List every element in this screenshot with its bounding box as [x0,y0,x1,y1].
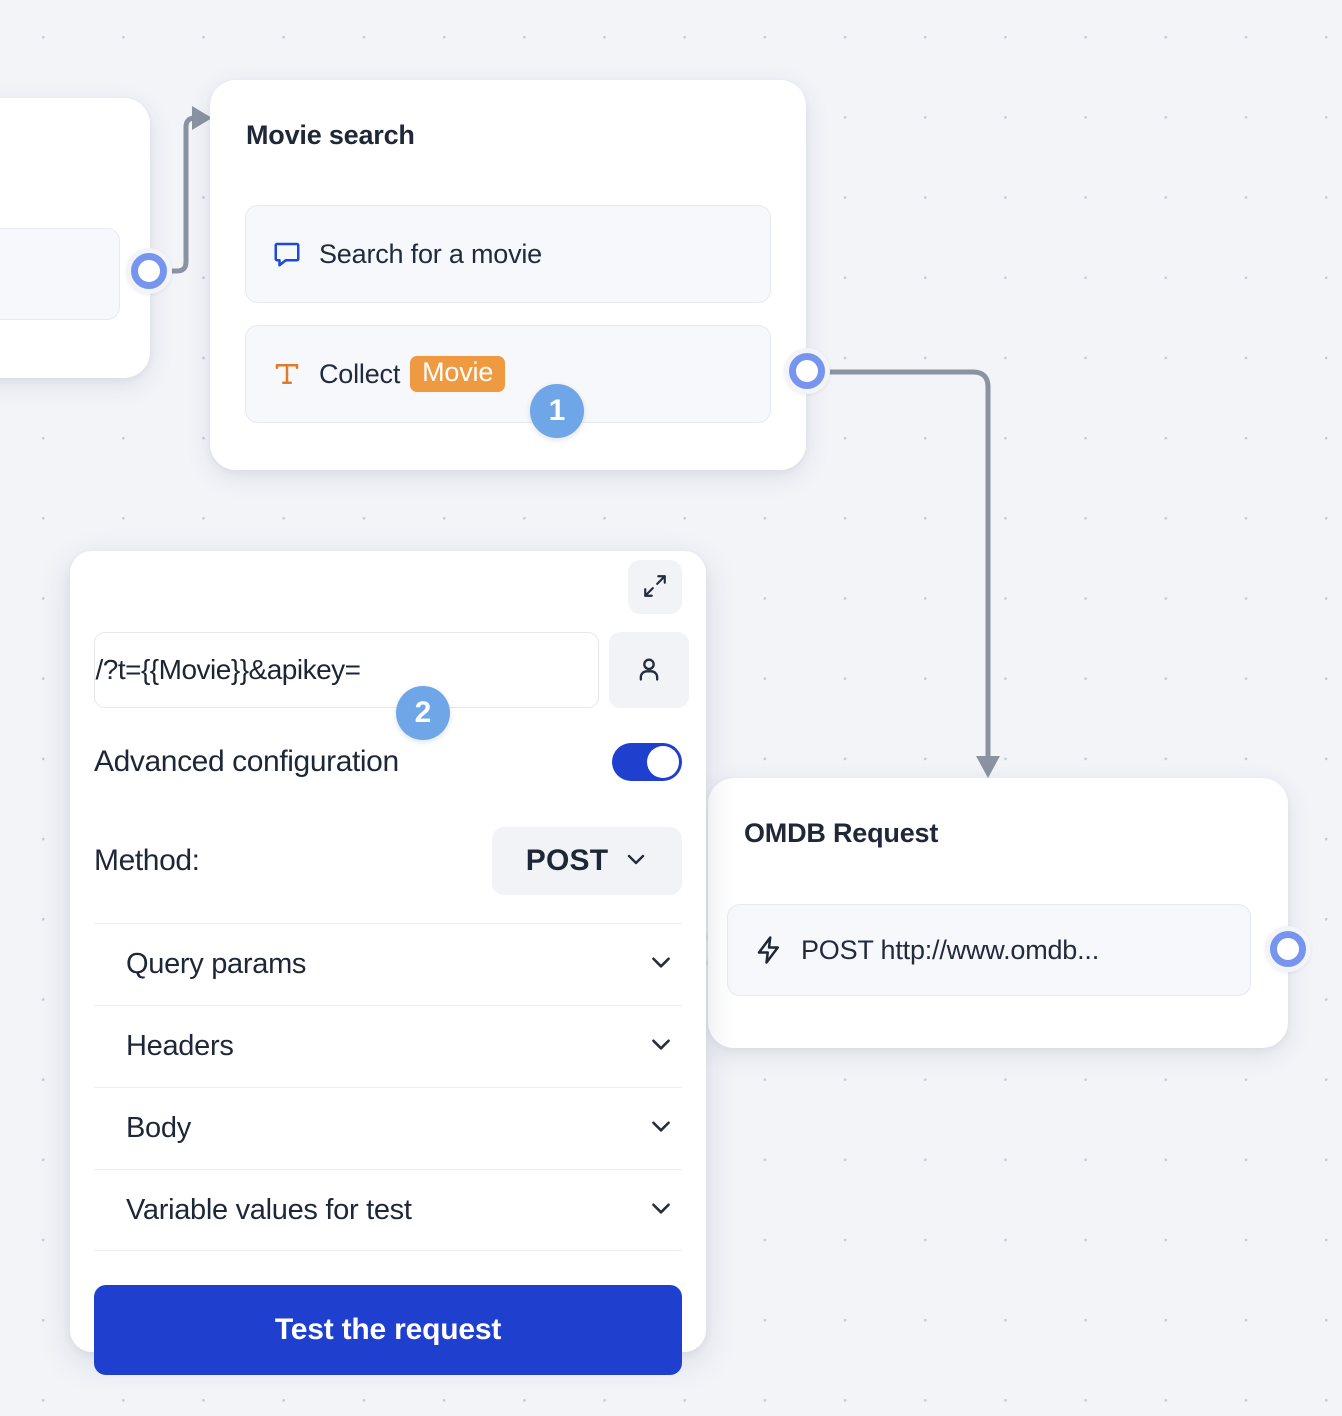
connector-port-movie-search-output[interactable] [784,348,830,394]
chevron-down-icon[interactable] [648,1195,674,1226]
node-title-omdb-request: OMDB Request [744,818,939,848]
node-row-collect-movie[interactable]: Collect Movie [245,325,771,423]
node-title-movie-search: Movie search [246,120,415,150]
chevron-down-icon[interactable] [648,1031,674,1062]
request-configuration-panel: pi.com/?t={{Movie}}&apikey= Advanced con… [70,551,706,1352]
request-url-input[interactable]: pi.com/?t={{Movie}}&apikey= [94,632,599,708]
connector-port-left-node[interactable] [126,248,172,294]
node-row-label: Collect Movie [319,356,506,392]
expand-panel-button[interactable] [628,560,682,614]
identity-button[interactable] [609,632,689,708]
message-icon [272,239,302,269]
accordion-item-variable-values-for-test[interactable]: Variable values for test [94,1169,682,1251]
accordion-label: Headers [126,1030,234,1062]
chevron-down-icon[interactable] [648,1113,674,1144]
advanced-configuration-label: Advanced configuration [94,745,399,778]
text-type-icon [272,359,302,389]
step-badge-1: 1 [530,384,584,438]
accordion-label: Variable values for test [126,1193,412,1226]
method-label: Method: [94,844,200,877]
node-row-label: Search for a movie [319,238,542,269]
person-icon [635,655,663,686]
accordion-list: Query params Headers Body [94,923,682,1251]
node-row-search-for-a-movie[interactable]: Search for a movie [245,205,771,303]
lightning-bolt-icon [754,935,784,965]
expand-diagonal-icon [642,573,668,602]
advanced-configuration-toggle[interactable] [612,743,682,781]
collect-label: Collect [319,358,401,389]
variable-chip-movie[interactable]: Movie [410,356,506,392]
accordion-item-query-params[interactable]: Query params [94,923,682,1005]
method-row: Method: POST [94,827,682,895]
chevron-down-icon [624,847,648,876]
node-row-post-request[interactable]: POST http://www.omdb... [727,904,1251,996]
connector-port-omdb-output[interactable] [1265,926,1311,972]
accordion-label: Body [126,1112,191,1144]
node-row-label: POST http://www.omdb... [801,934,1100,965]
accordion-item-headers[interactable]: Headers [94,1005,682,1087]
url-field-row: pi.com/?t={{Movie}}&apikey= [94,632,689,708]
partial-node-row[interactable] [0,228,120,320]
advanced-configuration-row: Advanced configuration [94,743,682,781]
accordion-label: Query params [126,948,307,980]
accordion-item-body[interactable]: Body [94,1087,682,1169]
method-value: POST [525,844,609,877]
chevron-down-icon[interactable] [648,949,674,980]
request-url-value: pi.com/?t={{Movie}}&apikey= [95,654,361,685]
step-badge-2: 2 [396,686,450,740]
test-the-request-button[interactable]: Test the request [94,1285,682,1375]
method-select[interactable]: POST [492,827,682,895]
